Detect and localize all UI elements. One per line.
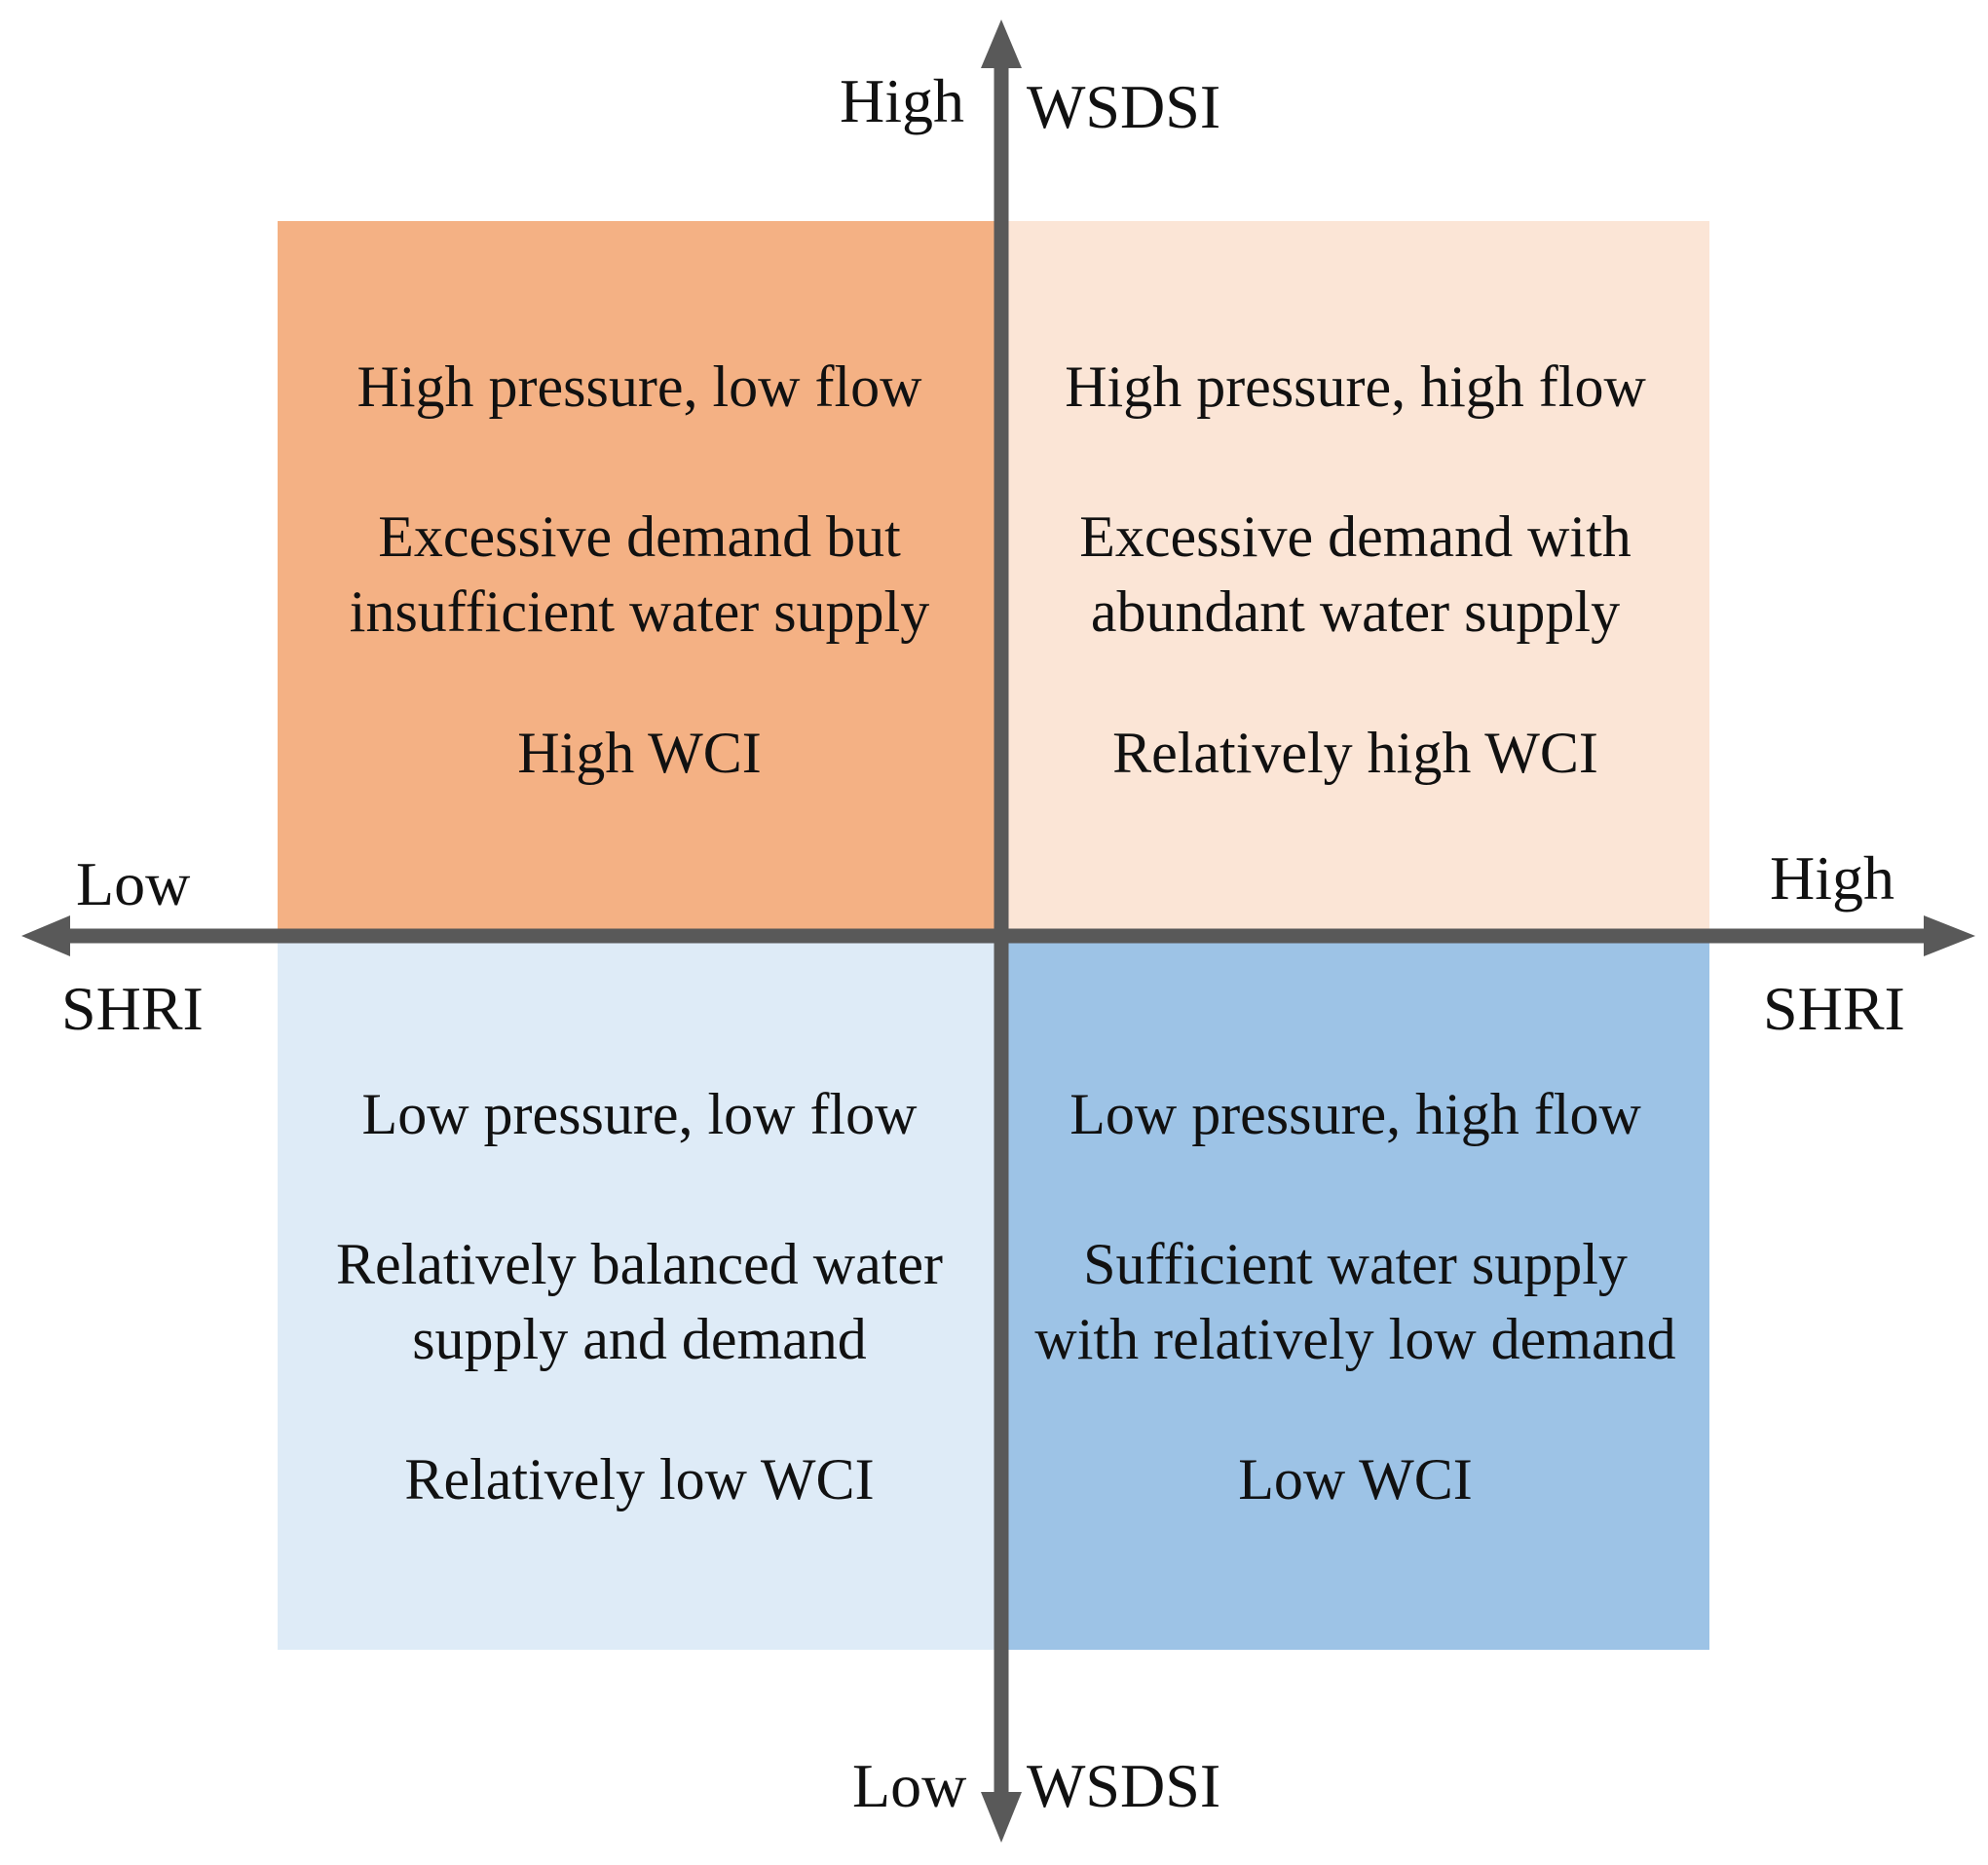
- quadrant-title: High pressure, low flow: [356, 354, 922, 419]
- quadrant-wci-level: Relatively low WCI: [404, 1447, 875, 1511]
- quadrant-description-line2: with relatively low demand: [1034, 1307, 1676, 1371]
- quadrant-description-line2: supply and demand: [412, 1307, 867, 1371]
- quadrant-description-line1: Excessive demand with: [1079, 504, 1632, 569]
- horizontal-axis-high-label: High: [1770, 843, 1894, 913]
- vertical-axis-name-top: WSDSI: [1027, 72, 1221, 141]
- quadrant-description-line1: Sufficient water supply: [1083, 1232, 1628, 1296]
- quadrant-wci-level: Relatively high WCI: [1112, 721, 1598, 785]
- quadrant-title: Low pressure, low flow: [361, 1082, 918, 1146]
- vertical-axis-name-bottom: WSDSI: [1027, 1751, 1221, 1820]
- horizontal-axis-name-right: SHRI: [1763, 974, 1905, 1043]
- vertical-axis-high-label: High: [840, 66, 964, 135]
- quadrant-description-line2: abundant water supply: [1090, 579, 1621, 644]
- quadrant-wci-level: High WCI: [517, 721, 762, 785]
- quadrant-low-pressure-high-flow: Low pressure, high flow Sufficient water…: [1001, 932, 1709, 1650]
- horizontal-axis-low-label: Low: [76, 849, 191, 918]
- quadrant-description-line1: Relatively balanced water: [335, 1232, 944, 1296]
- horizontal-axis-name-left: SHRI: [61, 974, 204, 1043]
- quadrant-high-pressure-low-flow: High pressure, low flow Excessive demand…: [278, 221, 1001, 932]
- vertical-axis-low-label: Low: [852, 1751, 967, 1820]
- quadrant-title: Low pressure, high flow: [1069, 1082, 1641, 1146]
- up-arrow-icon: [981, 19, 1022, 68]
- quadrant-wci-level: Low WCI: [1238, 1447, 1473, 1511]
- down-arrow-icon: [981, 1792, 1022, 1843]
- quadrant-title: High pressure, high flow: [1065, 354, 1646, 419]
- quadrant-high-pressure-high-flow: High pressure, high flow Excessive deman…: [1001, 221, 1709, 932]
- left-arrow-icon: [21, 915, 70, 956]
- right-arrow-icon: [1924, 915, 1975, 956]
- quadrant-description-line2: insufficient water supply: [349, 579, 930, 644]
- quadrant-description-line1: Excessive demand but: [378, 504, 901, 569]
- quadrant-low-pressure-low-flow: Low pressure, low flow Relatively balanc…: [278, 932, 1001, 1650]
